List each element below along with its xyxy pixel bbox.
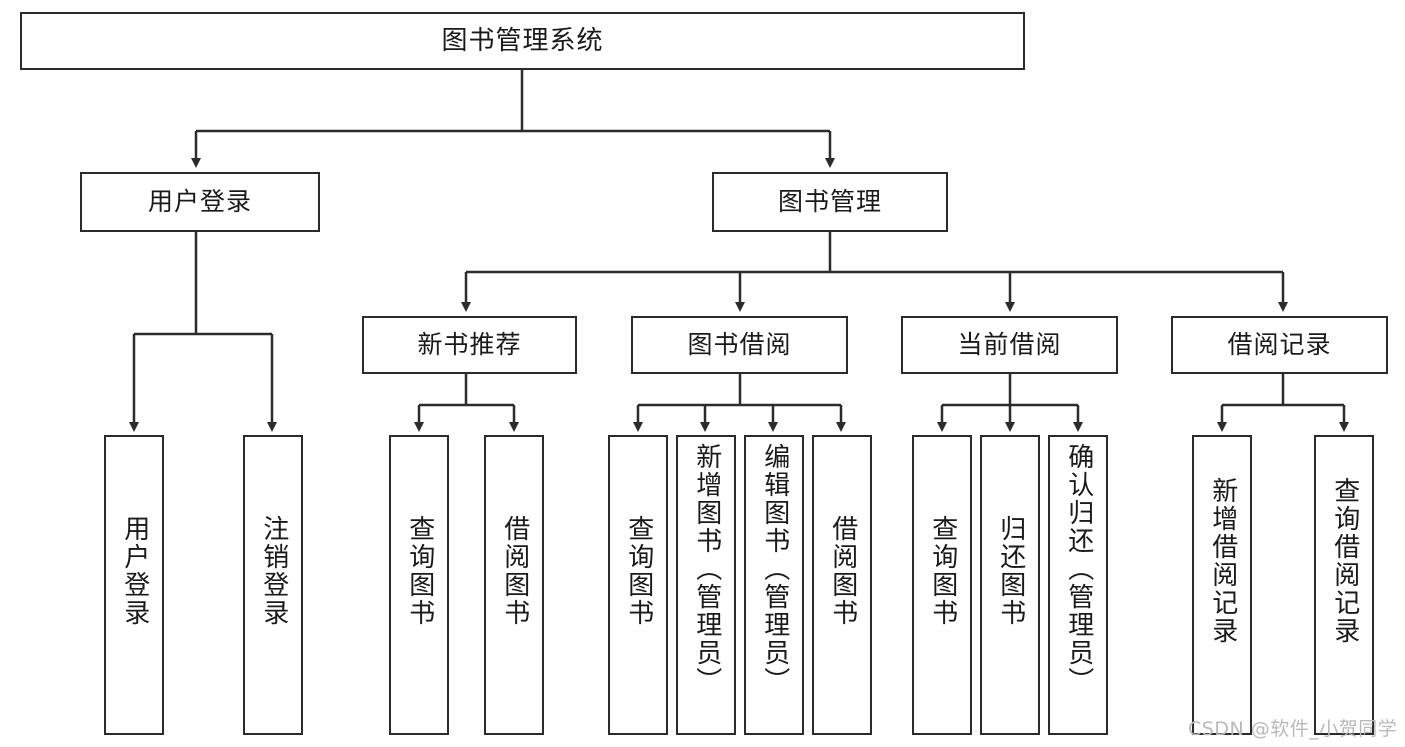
node-label: 新增图书（管理员） xyxy=(691,443,722,695)
node-new-book-recommend[interactable]: 新书推荐 xyxy=(362,316,577,374)
leaf-logout[interactable]: 注销登录 xyxy=(243,435,303,735)
node-label: 借阅记录 xyxy=(1227,330,1332,360)
leaf-return-book[interactable]: 归还图书 xyxy=(980,435,1040,735)
node-label: 用户登录 xyxy=(147,187,252,217)
node-book-borrow[interactable]: 图书借阅 xyxy=(631,316,848,374)
node-label: 查询图书 xyxy=(623,515,654,627)
leaf-edit-book-admin[interactable]: 编辑图书（管理员） xyxy=(744,435,804,735)
node-label: 查询图书 xyxy=(927,515,958,627)
node-label: 借阅图书 xyxy=(499,515,530,627)
node-borrow-records[interactable]: 借阅记录 xyxy=(1171,316,1388,374)
node-user-login[interactable]: 用户登录 xyxy=(80,172,320,232)
leaf-add-borrow-record[interactable]: 新增借阅记录 xyxy=(1192,435,1252,735)
node-label: 查询借阅记录 xyxy=(1329,477,1360,645)
node-label: 图书管理 xyxy=(777,187,882,217)
node-label: 新书推荐 xyxy=(417,330,522,360)
node-label: 查询图书 xyxy=(404,515,435,627)
node-label: 确认归还（管理员） xyxy=(1063,443,1094,695)
leaf-query-book-recommend[interactable]: 查询图书 xyxy=(389,435,449,735)
node-label: 用户登录 xyxy=(119,515,150,627)
leaf-query-book-borrow[interactable]: 查询图书 xyxy=(608,435,668,735)
node-label: 归还图书 xyxy=(995,515,1026,627)
node-label: 新增借阅记录 xyxy=(1207,477,1238,645)
leaf-add-book-admin[interactable]: 新增图书（管理员） xyxy=(676,435,736,735)
watermark: CSDN @软件_小贺同学 xyxy=(1188,718,1398,740)
leaf-confirm-return-admin[interactable]: 确认归还（管理员） xyxy=(1048,435,1108,735)
node-root-library-system[interactable]: 图书管理系统 xyxy=(20,12,1025,70)
leaf-query-book-current[interactable]: 查询图书 xyxy=(912,435,972,735)
node-label: 图书借阅 xyxy=(687,330,792,360)
node-label: 编辑图书（管理员） xyxy=(759,443,790,695)
node-label: 注销登录 xyxy=(258,515,289,627)
leaf-query-borrow-record[interactable]: 查询借阅记录 xyxy=(1314,435,1374,735)
node-current-borrow[interactable]: 当前借阅 xyxy=(901,316,1118,374)
node-label: 图书管理系统 xyxy=(441,25,604,56)
node-book-management[interactable]: 图书管理 xyxy=(712,172,948,232)
leaf-borrow-book-recommend[interactable]: 借阅图书 xyxy=(484,435,544,735)
node-label: 当前借阅 xyxy=(957,330,1062,360)
leaf-borrow-book[interactable]: 借阅图书 xyxy=(812,435,872,735)
node-label: 借阅图书 xyxy=(827,515,858,627)
leaf-user-login[interactable]: 用户登录 xyxy=(104,435,164,735)
